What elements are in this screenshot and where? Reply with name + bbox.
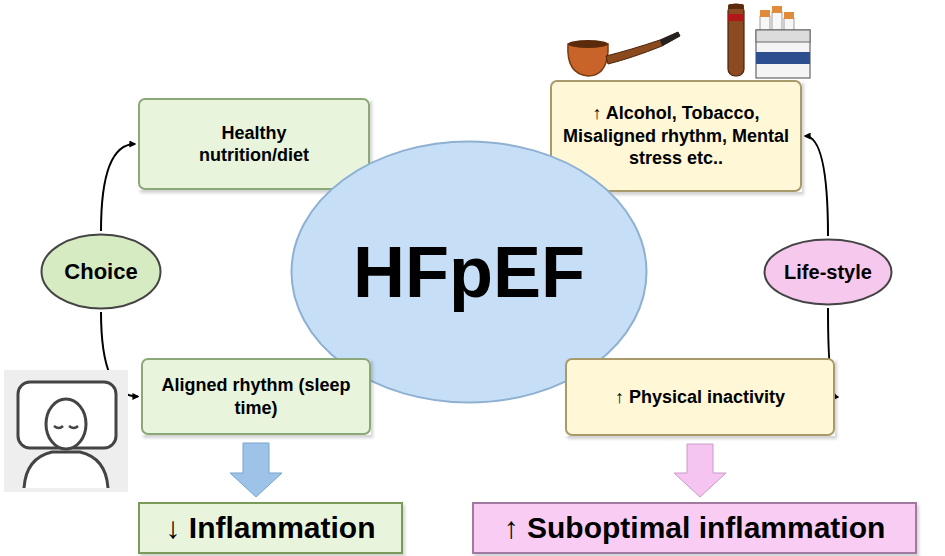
node-outline xyxy=(141,358,371,435)
text-wrap: ↑ Physical inactivity xyxy=(615,386,785,409)
text-box: ↓ Inflammation xyxy=(138,502,403,554)
node-shape xyxy=(139,99,369,189)
node-shape xyxy=(473,503,916,553)
text-wrap: Healthy nutrition/diet xyxy=(168,122,340,167)
node-shape xyxy=(765,240,892,305)
text-wrap: Life-style xyxy=(784,260,872,285)
cigarette-pack-icon xyxy=(756,6,810,78)
cigar-icon xyxy=(728,4,744,76)
tobacco-illustration xyxy=(560,0,820,80)
text-wrap: HFpEF xyxy=(353,227,585,317)
node-text: ↑ Physical inactivity xyxy=(615,386,785,409)
text-wrap: Aligned rhythm (sleep time) xyxy=(161,374,351,419)
ellipse-node: Choice xyxy=(40,233,162,310)
block-arrow xyxy=(674,444,726,497)
node-shape xyxy=(139,503,402,553)
node-text: ↑ Suboptimal inflammation xyxy=(504,509,886,547)
text-box: Aligned rhythm (sleep time) xyxy=(141,358,371,435)
node-shape xyxy=(566,359,834,435)
node-text: ↑ Alcohol, Tobacco, Misaligned rhythm, M… xyxy=(562,102,790,170)
text-wrap: Choice xyxy=(64,258,137,286)
node-shape xyxy=(142,359,370,434)
curved-arrow xyxy=(805,136,828,236)
node-text: Choice xyxy=(64,258,137,286)
text-wrap: ↓ Inflammation xyxy=(165,509,375,547)
text-box: ↑ Suboptimal inflammation xyxy=(472,502,917,554)
node-text: Aligned rhythm (sleep time) xyxy=(161,374,351,419)
pipe-icon xyxy=(568,32,680,76)
ellipse-node: Life-style xyxy=(763,238,893,306)
block-arrow xyxy=(230,443,282,497)
node-text: Healthy nutrition/diet xyxy=(168,122,340,167)
text-box: ↑ Physical inactivity xyxy=(565,358,835,436)
text-wrap: ↑ Alcohol, Tobacco, Misaligned rhythm, M… xyxy=(562,102,790,170)
node-text: ↓ Inflammation xyxy=(165,509,375,547)
text-wrap: ↑ Suboptimal inflammation xyxy=(504,509,886,547)
curved-arrow xyxy=(101,144,135,231)
text-box: Healthy nutrition/diet xyxy=(138,98,370,190)
node-text: HFpEF xyxy=(353,227,585,317)
node-text: Life-style xyxy=(784,260,872,285)
node-outline xyxy=(138,98,370,190)
node-shape xyxy=(42,235,161,309)
sleep-icon xyxy=(4,370,128,492)
